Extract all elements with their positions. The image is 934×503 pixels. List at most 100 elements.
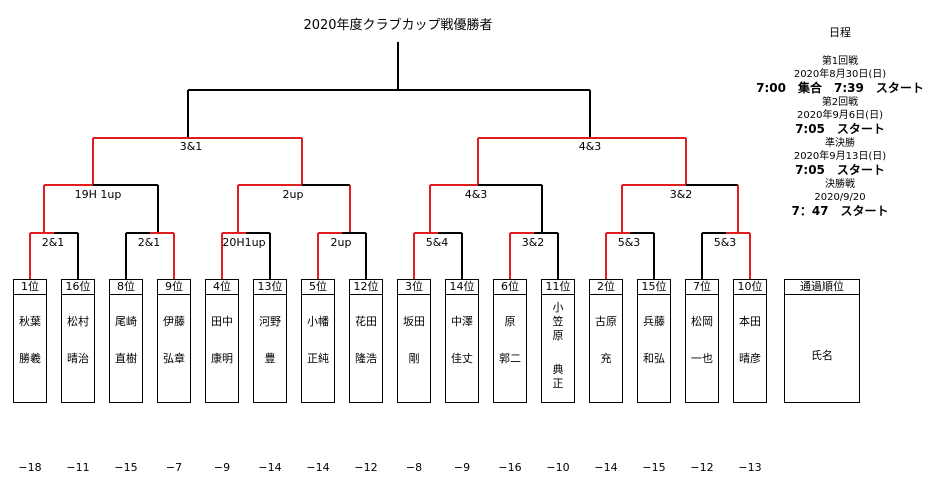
final-title: 決勝戦 xyxy=(825,179,855,190)
player-family-name: 坂田 xyxy=(403,315,425,328)
player-box-1: 1位 秋葉勝羲 xyxy=(13,279,47,403)
player-box-13: 2位 古原充 xyxy=(589,279,623,403)
player-score: −10 xyxy=(546,461,570,474)
player-seed: 16位 xyxy=(62,280,94,295)
legend-box: 通過順位 氏名 xyxy=(784,279,860,403)
schedule-heading: 日程 xyxy=(829,26,851,39)
round1-title: 第1回戦 xyxy=(821,56,859,67)
player-score: −9 xyxy=(453,461,471,474)
player-box-12: 11位 小笠原典正 xyxy=(541,279,575,403)
player-family-name: 河野 xyxy=(259,315,281,328)
player-box-6: 13位 河野豊 xyxy=(253,279,287,403)
round2-date: 2020年9月6日(日) xyxy=(797,110,883,121)
player-family-name: 田中 xyxy=(211,315,233,328)
player-score: −7 xyxy=(165,461,183,474)
player-family-name: 兵藤 xyxy=(643,315,665,328)
player-given-name: 豊 xyxy=(264,352,276,365)
player-family-name: 尾崎 xyxy=(115,315,137,328)
player-score: −14 xyxy=(594,461,618,474)
r1-7-result: 5&3 xyxy=(617,236,641,249)
player-seed: 10位 xyxy=(734,280,766,295)
player-given-name: 康明 xyxy=(211,352,233,365)
player-given-name: 晴治 xyxy=(67,352,89,365)
player-given-name: 隆浩 xyxy=(355,352,377,365)
page-title: 2020年度クラブカップ戦優勝者 xyxy=(303,18,493,33)
r1-4-result: 2up xyxy=(330,236,352,249)
player-seed: 13位 xyxy=(254,280,286,295)
r1-6-result: 3&2 xyxy=(521,236,545,249)
player-family-name: 小笠原 xyxy=(552,301,564,342)
player-box-7: 5位 小幡正純 xyxy=(301,279,335,403)
player-box-11: 6位 原郭二 xyxy=(493,279,527,403)
player-seed: 9位 xyxy=(158,280,190,295)
player-score: −15 xyxy=(642,461,666,474)
player-score: −12 xyxy=(690,461,714,474)
final-date: 2020/9/20 xyxy=(814,192,866,203)
player-seed: 12位 xyxy=(350,280,382,295)
r1-5-result: 5&4 xyxy=(425,236,449,249)
player-score: −12 xyxy=(354,461,378,474)
r1-1-result: 2&1 xyxy=(41,236,65,249)
qf4-result: 3&2 xyxy=(669,188,693,201)
player-box-16: 10位 本田晴彦 xyxy=(733,279,767,403)
player-seed: 8位 xyxy=(110,280,142,295)
player-given-name: 剛 xyxy=(408,352,420,365)
player-given-name: 郭二 xyxy=(499,352,521,365)
player-given-name: 佳丈 xyxy=(451,352,473,365)
player-family-name: 花田 xyxy=(355,315,377,328)
player-seed: 15位 xyxy=(638,280,670,295)
qf1-result: 19H 1up xyxy=(74,188,122,201)
legend-header: 通過順位 xyxy=(785,280,859,295)
legend-name-label: 氏名 xyxy=(811,349,833,362)
final-time: 7：47 スタート xyxy=(791,204,889,218)
player-box-2: 16位 松村晴治 xyxy=(61,279,95,403)
qf2-result: 2up xyxy=(282,188,304,201)
player-given-name: 和弘 xyxy=(643,352,665,365)
player-score: −13 xyxy=(738,461,762,474)
player-given-name: 一也 xyxy=(691,352,713,365)
player-family-name: 中澤 xyxy=(451,315,473,328)
player-given-name: 勝羲 xyxy=(19,352,41,365)
player-given-name: 典正 xyxy=(552,363,564,390)
semifinal-title: 準決勝 xyxy=(825,138,855,149)
player-family-name: 原 xyxy=(504,315,516,328)
player-given-name: 晴彦 xyxy=(739,352,761,365)
player-score: −15 xyxy=(114,461,138,474)
player-box-4: 9位 伊藤弘章 xyxy=(157,279,191,403)
semifinal-date: 2020年9月13日(日) xyxy=(793,151,887,162)
player-family-name: 伊藤 xyxy=(163,315,185,328)
player-box-15: 7位 松岡一也 xyxy=(685,279,719,403)
player-seed: 6位 xyxy=(494,280,526,295)
player-score: −14 xyxy=(258,461,282,474)
player-given-name: 直樹 xyxy=(115,352,137,365)
player-family-name: 秋葉 xyxy=(19,315,41,328)
player-seed: 7位 xyxy=(686,280,718,295)
player-family-name: 古原 xyxy=(595,315,617,328)
player-family-name: 松岡 xyxy=(691,315,713,328)
player-seed: 14位 xyxy=(446,280,478,295)
player-score: −11 xyxy=(66,461,90,474)
player-box-10: 14位 中澤佳丈 xyxy=(445,279,479,403)
round2-title: 第2回戦 xyxy=(821,97,859,108)
player-score: −18 xyxy=(18,461,42,474)
player-box-8: 12位 花田隆浩 xyxy=(349,279,383,403)
player-family-name: 本田 xyxy=(739,315,761,328)
round1-date: 2020年8月30日(日) xyxy=(793,69,887,80)
player-seed: 2位 xyxy=(590,280,622,295)
r1-8-result: 5&3 xyxy=(713,236,737,249)
player-seed: 1位 xyxy=(14,280,46,295)
semifinal-time: 7:05 スタート xyxy=(795,163,885,177)
sf-right-result: 4&3 xyxy=(578,140,602,153)
player-family-name: 松村 xyxy=(67,315,89,328)
player-seed: 3位 xyxy=(398,280,430,295)
player-seed: 11位 xyxy=(542,280,574,295)
player-given-name: 弘章 xyxy=(163,352,185,365)
player-family-name: 小幡 xyxy=(307,315,329,328)
player-box-14: 15位 兵藤和弘 xyxy=(637,279,671,403)
player-box-3: 8位 尾崎直樹 xyxy=(109,279,143,403)
sf-left-result: 3&1 xyxy=(179,140,203,153)
player-box-9: 3位 坂田剛 xyxy=(397,279,431,403)
player-given-name: 充 xyxy=(600,352,612,365)
player-score: −9 xyxy=(213,461,231,474)
